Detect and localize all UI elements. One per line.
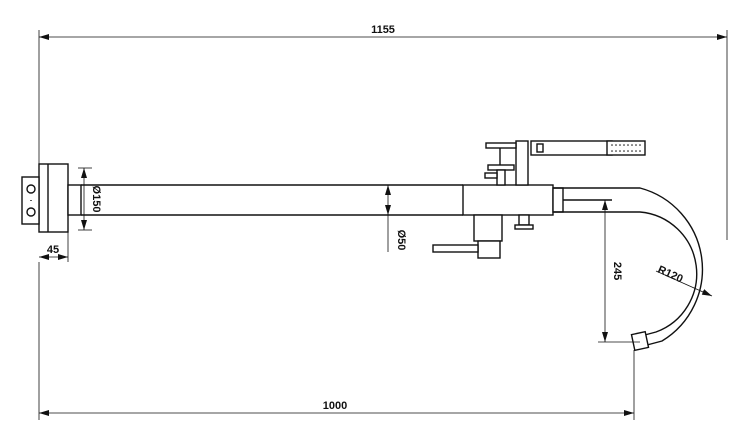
overall-width-label: 1155 <box>371 24 395 36</box>
dimension-pipe-diameter: Ø50 <box>385 185 407 252</box>
dimension-overall-width: 1155 <box>38 24 728 240</box>
arm-pipe <box>81 184 463 216</box>
mixer-handle <box>432 214 534 259</box>
projection-label: 1000 <box>323 400 347 412</box>
dimension-projection: 1000 <box>38 262 635 420</box>
dimension-wall-plate-diameter: Ø150 <box>78 167 102 231</box>
wall-plate-diameter-label: Ø150 <box>90 186 102 213</box>
wall-mount-plate <box>21 163 82 233</box>
dimension-spout-radius: R120 <box>656 264 713 297</box>
spout-drop-label: 245 <box>611 262 623 280</box>
pipe-diameter-label: Ø50 <box>395 230 407 251</box>
dimension-wall-plate-depth: 45 <box>39 232 69 262</box>
spout <box>553 187 704 352</box>
dimension-spout-drop: 245 <box>598 199 640 343</box>
spout-radius-label: R120 <box>656 264 685 286</box>
mixer-body <box>462 184 612 216</box>
diverter-lever <box>484 142 517 186</box>
wall-plate-depth-label: 45 <box>47 244 59 256</box>
shower-head-nozzles-icon <box>611 144 641 152</box>
handshower <box>515 140 646 186</box>
